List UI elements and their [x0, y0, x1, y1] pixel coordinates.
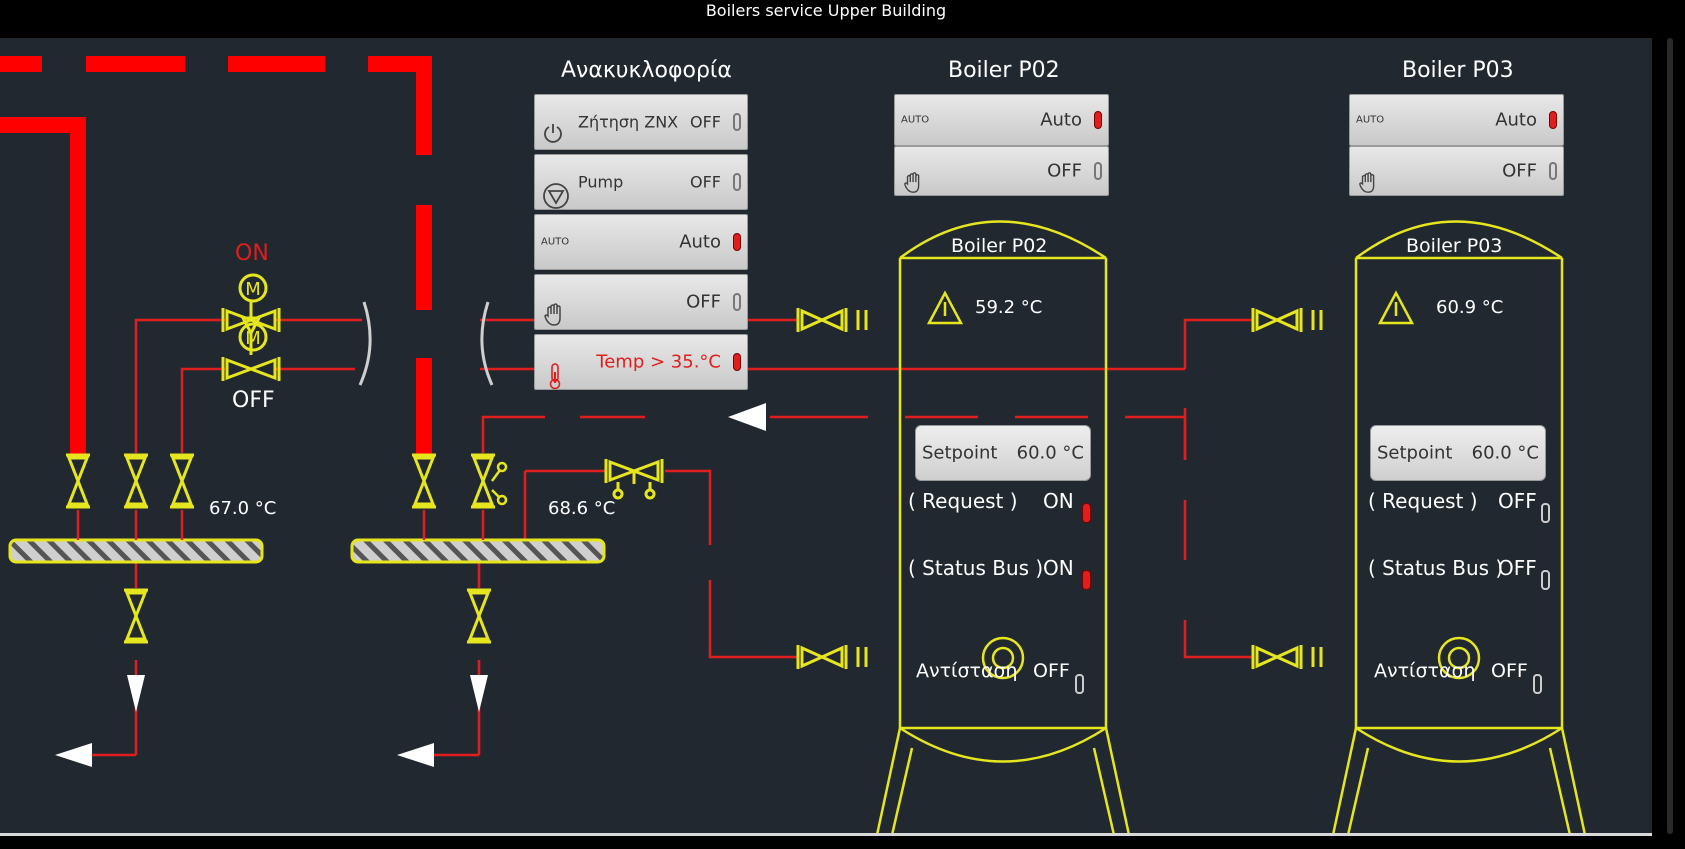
tank-p03-statusbus-state: OFF — [1498, 556, 1537, 580]
tank-p02-heater-state: OFF — [1033, 660, 1070, 682]
recirculation-manual-state: OFF — [686, 291, 721, 313]
tank-p03-statusbus-label: ( Status Bus ) — [1368, 556, 1504, 580]
pump-label: Pump — [578, 172, 624, 192]
piping-diagram: M M — [0, 56, 1587, 837]
tank-p02-setpoint-button[interactable]: Setpoint 60.0 °C — [915, 425, 1091, 481]
warning-icon — [1377, 290, 1415, 325]
tank-p02-name: Boiler P02 — [951, 235, 1048, 257]
manifold-left-temperature: 67.0 °C — [209, 498, 277, 519]
tank-p02-statusbus-led — [1082, 570, 1091, 590]
tank-p03-heater-led — [1533, 674, 1542, 694]
tank-p02-heater-led — [1075, 674, 1084, 694]
bottom-divider — [0, 833, 1652, 836]
motor-label-top: M — [245, 279, 261, 300]
demand-znx-led — [733, 113, 741, 131]
recirculation-manual-button[interactable]: OFF — [534, 274, 748, 330]
bottom-strip — [0, 836, 1685, 849]
tank-p03-request-label: ( Request ) — [1368, 489, 1478, 513]
main-pipes — [0, 56, 432, 458]
recirculation-title: Ανακυκλοφορία — [561, 58, 732, 83]
setpoint-value: 60.0 °C — [1471, 442, 1539, 464]
line-break-right — [480, 301, 494, 386]
tank-p03-temperature: 60.9 °C — [1436, 297, 1504, 318]
pump-button[interactable]: Pump OFF — [534, 154, 748, 210]
tank-p03-name: Boiler P03 — [1406, 235, 1503, 257]
outlet-arrows — [55, 403, 766, 767]
tank-p02-statusbus-state: ON — [1043, 556, 1074, 580]
temp-alarm-led — [733, 353, 741, 371]
manifold-valves — [64, 453, 508, 644]
line-break-left — [358, 301, 372, 386]
heating-element-icon — [981, 636, 1025, 680]
boiler-p02-auto-led — [1094, 111, 1102, 129]
tank-p03-setpoint-button[interactable]: Setpoint 60.0 °C — [1370, 425, 1546, 481]
pump-state: OFF — [690, 172, 721, 192]
boiler-p03-auto-state: Auto — [1495, 109, 1537, 131]
demand-znx-button[interactable]: Ζήτηση ZNX OFF — [534, 94, 748, 150]
setpoint-label: Setpoint — [1377, 442, 1453, 464]
balancing-valve — [604, 459, 664, 500]
scada-canvas: M M — [0, 38, 1652, 838]
boiler-p03-manual-state: OFF — [1502, 160, 1537, 182]
pump-led — [733, 173, 741, 191]
temp-alarm-indicator: Temp > 35.°C — [534, 334, 748, 390]
tank-p02-heater-label: Αντίσταση — [916, 660, 1018, 682]
boiler-p03-title: Boiler P03 — [1402, 58, 1514, 83]
tank-p02-request-label: ( Request ) — [908, 489, 1018, 513]
tank-p03-heater-state: OFF — [1491, 660, 1528, 682]
demand-znx-state: OFF — [690, 112, 721, 132]
boiler-p02-manual-button[interactable]: OFF — [894, 146, 1109, 196]
tank-p02-statusbus-label: ( Status Bus ) — [908, 556, 1044, 580]
boiler-p02-manual-state: OFF — [1047, 160, 1082, 182]
boiler-p02-title: Boiler P02 — [948, 58, 1060, 83]
boiler-p03-auto-button[interactable]: AUTO Auto — [1349, 94, 1564, 146]
motor-label-bottom: M — [245, 328, 261, 349]
boiler-p02-auto-state: Auto — [1040, 109, 1082, 131]
setpoint-label: Setpoint — [922, 442, 998, 464]
tank-p03-heater-label: Αντίσταση — [1374, 660, 1476, 682]
setpoint-value: 60.0 °C — [1016, 442, 1084, 464]
auto-tag: AUTO — [541, 236, 570, 248]
boiler-p03-auto-led — [1549, 111, 1557, 129]
auto-tag: AUTO — [901, 114, 930, 126]
boiler-p02-auto-button[interactable]: AUTO Auto — [894, 94, 1109, 146]
recirculation-manual-led — [733, 293, 741, 311]
heating-element-icon — [1437, 636, 1481, 680]
manifold-right — [350, 538, 606, 564]
demand-znx-label: Ζήτηση ZNX — [578, 112, 679, 132]
valve-state-off: OFF — [232, 388, 275, 413]
recirculation-auto-button[interactable]: AUTO Auto — [534, 214, 748, 270]
tank-p03-request-state: OFF — [1498, 489, 1537, 513]
tank-p02-temperature: 59.2 °C — [975, 297, 1043, 318]
three-way-valve — [221, 273, 281, 381]
window-title: Boilers service Upper Building — [705, 1, 947, 20]
temp-alarm-label: Temp > 35.°C — [596, 351, 721, 373]
vertical-scrollbar[interactable] — [1667, 38, 1673, 834]
manifold-left — [8, 538, 264, 564]
valve-state-on: ON — [235, 241, 269, 266]
recirculation-auto-state: Auto — [679, 231, 721, 253]
warning-icon — [926, 290, 964, 325]
boiler-p03-manual-button[interactable]: OFF — [1349, 146, 1564, 196]
tank-p03-request-led — [1541, 503, 1550, 523]
tank-p02-request-led — [1082, 503, 1091, 523]
boiler-p02-manual-led — [1094, 162, 1102, 180]
manifold-right-temperature: 68.6 °C — [548, 498, 616, 519]
boiler-p03-manual-led — [1549, 162, 1557, 180]
tank-p02-request-state: ON — [1043, 489, 1074, 513]
auto-tag: AUTO — [1356, 114, 1385, 126]
tank-p03-statusbus-led — [1541, 570, 1550, 590]
title-bar: Boilers service Upper Building — [0, 0, 1685, 38]
recirculation-dashed-line — [580, 415, 1187, 560]
recirculation-auto-led — [733, 233, 741, 251]
